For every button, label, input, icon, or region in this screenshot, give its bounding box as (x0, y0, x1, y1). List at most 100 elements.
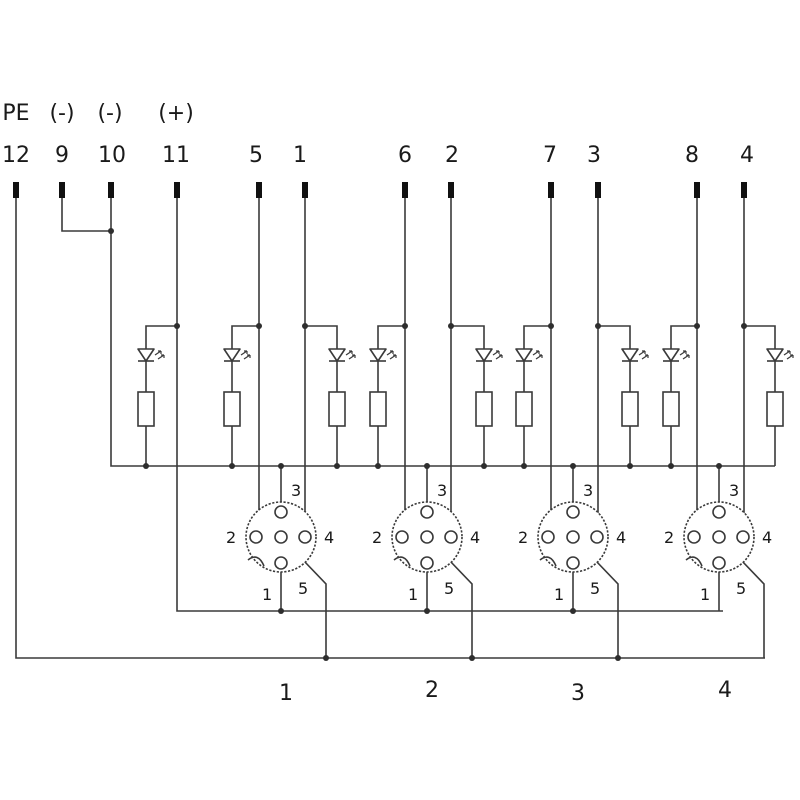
port-label-2: 2 (425, 678, 439, 703)
terminal-pin-11 (174, 182, 180, 198)
terminal-11-polarity: (+) (158, 101, 194, 126)
connector-2-label-5: 5 (444, 579, 454, 598)
connector-1-pin-4 (298, 530, 312, 544)
terminal-pins (13, 182, 747, 198)
led-icon-1b (328, 348, 356, 362)
terminal-6-number: 6 (398, 143, 412, 168)
connector-1-label-4: 4 (324, 528, 334, 547)
connectors: 3 2 4 1 5 3 2 4 1 5 (226, 481, 772, 604)
terminal-pin-1 (302, 182, 308, 198)
connector-4-label-5: 5 (736, 579, 746, 598)
connector-2-pin-3 (420, 505, 434, 519)
connector-4-pin-1 (712, 556, 726, 570)
connector-1-label-5: 5 (298, 579, 308, 598)
junction-dot (448, 323, 454, 329)
resistor-3a (515, 391, 533, 427)
junction-dot (469, 655, 475, 661)
junction-dot (323, 655, 329, 661)
junction-dot (694, 323, 700, 329)
connector-2-pin-4 (444, 530, 458, 544)
junction-dot (481, 463, 487, 469)
junction-dot (668, 463, 674, 469)
connector-3: 3 2 4 1 5 (518, 481, 626, 604)
connector-2-pin-5 (420, 530, 434, 544)
terminal-pin-3 (595, 182, 601, 198)
junction-dot (334, 463, 340, 469)
connector-2-pin-2 (395, 530, 409, 544)
junction-dot (375, 463, 381, 469)
junction-dot (108, 228, 114, 234)
connector-3-label-4: 4 (616, 528, 626, 547)
terminal-4-number: 4 (740, 143, 754, 168)
connector-1: 3 2 4 1 5 (226, 481, 334, 604)
terminal-pin-5 (256, 182, 262, 198)
connector-4-pin-2 (687, 530, 701, 544)
port-label-1: 1 (279, 681, 293, 706)
terminal-pin-8 (694, 182, 700, 198)
port-label-4: 4 (718, 678, 732, 703)
junction-dot (143, 463, 149, 469)
resistor-4b (766, 391, 784, 427)
connector-4-key (685, 556, 703, 567)
terminal-7-number: 7 (543, 143, 557, 168)
junction-dot (424, 608, 430, 614)
connector-3-label-2: 2 (518, 528, 528, 547)
junction-dot (424, 463, 430, 469)
connector-3-pin-4 (590, 530, 604, 544)
terminal-9-polarity: (-) (49, 101, 74, 126)
led-icon-2a (369, 348, 397, 362)
terminal-pin-2 (448, 182, 454, 198)
connector-3-key (539, 556, 557, 567)
resistors (137, 391, 784, 427)
connector-2-pin-1 (420, 556, 434, 570)
connector-2: 3 2 4 1 5 (372, 481, 480, 604)
junction-dot (256, 323, 262, 329)
connector-2-key (393, 556, 411, 567)
connector-4-label-2: 2 (664, 528, 674, 547)
terminal-11-number: 11 (162, 143, 190, 168)
junction-dot (521, 463, 527, 469)
junction-dot (716, 463, 722, 469)
led-icon-2b (475, 348, 503, 362)
resistor-2a (369, 391, 387, 427)
negative-bus-wire (110, 198, 775, 467)
connector-4: 3 2 4 1 5 (664, 481, 772, 604)
junction-dot (278, 463, 284, 469)
connector-3-label-1: 1 (554, 585, 564, 604)
connector-2-label-4: 4 (470, 528, 480, 547)
resistor-power (137, 391, 155, 427)
terminal-5-number: 5 (249, 143, 263, 168)
junction-dot (278, 608, 284, 614)
junction-dots (108, 228, 747, 661)
connector-3-label-5: 5 (590, 579, 600, 598)
connector-2-label-3: 3 (437, 481, 447, 500)
terminal-labels: PE 12 (-) 9 (-) 10 (+) 11 5 1 6 2 7 3 8 … (2, 101, 754, 168)
junction-dot (741, 323, 747, 329)
led-icon-1a (223, 348, 251, 362)
terminal-pin-10 (108, 182, 114, 198)
port-labels: 1 2 3 4 (279, 678, 732, 706)
junction-dot (627, 463, 633, 469)
negative-bridge-wire (61, 198, 111, 232)
led-icon-3a (515, 348, 543, 362)
wiring (15, 198, 776, 659)
junction-dot (174, 323, 180, 329)
terminal-pin-7 (548, 182, 554, 198)
junction-dot (229, 463, 235, 469)
terminal-9-number: 9 (55, 143, 69, 168)
connector-2-label-1: 1 (408, 585, 418, 604)
connector-3-pin-3 (566, 505, 580, 519)
connector-1-key (247, 556, 265, 567)
resistor-2b (475, 391, 493, 427)
connector-3-pin-1 (566, 556, 580, 570)
terminal-3-number: 3 (587, 143, 601, 168)
connector-1-pin-3 (274, 505, 288, 519)
led-icon-4b (766, 348, 794, 362)
positive-bus-wire (176, 198, 723, 612)
terminal-10-number: 10 (98, 143, 126, 168)
connector-1-label-1: 1 (262, 585, 272, 604)
connector-3-pin-5 (566, 530, 580, 544)
led-icon-4a (662, 348, 690, 362)
